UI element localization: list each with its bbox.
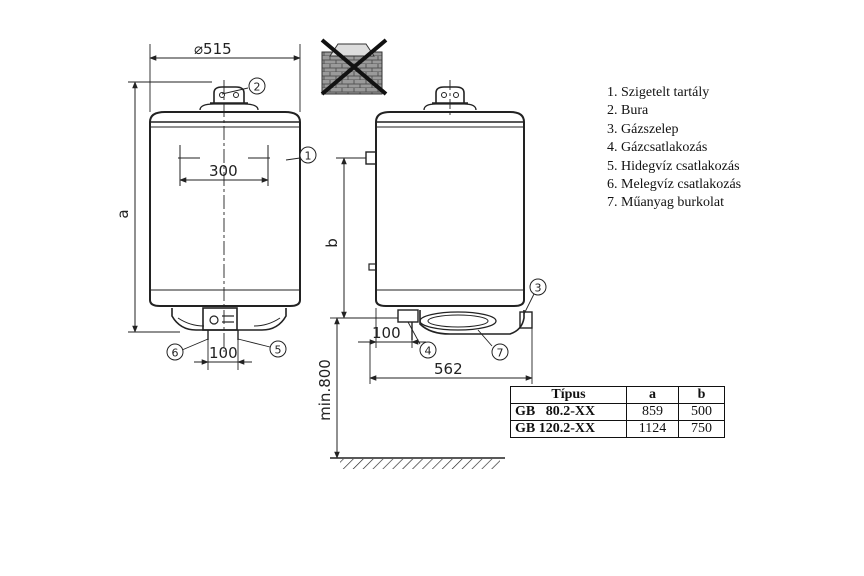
cell-type: GB 120.2-XX (510, 420, 627, 438)
dim-height-b: b (323, 238, 341, 248)
legend-item: 2. Bura (607, 103, 649, 119)
cell-a: 1124 (626, 420, 679, 438)
crossed-chimney-icon (320, 38, 388, 96)
front-view (128, 44, 301, 370)
callout-4: 4 (419, 341, 437, 359)
dim-bottom-right: 100 (372, 324, 401, 342)
parts-legend: 1. Szigetelt tartály 2. Bura 3. Gázszele… (607, 84, 741, 213)
legend-item: 5. Hidegvíz csatlakozás (607, 158, 740, 174)
dim-bottom-left: 100 (209, 344, 238, 362)
callout-7-label: 7 (497, 347, 504, 360)
callout-5-label: 5 (275, 344, 282, 357)
spec-table: Típus a b GB 80.2-XX 859 500 GB 120.2-XX… (510, 386, 725, 438)
cell-type: GB 80.2-XX (510, 403, 627, 421)
side-view (330, 80, 535, 469)
callout-3-label: 3 (535, 282, 542, 295)
table-row: GB 120.2-XX 1124 750 (510, 420, 725, 438)
callout-1: 1 (299, 146, 317, 164)
header-b: b (678, 386, 725, 404)
callout-2-label: 2 (254, 81, 261, 94)
callout-4-label: 4 (425, 345, 432, 358)
cell-a: 859 (626, 403, 679, 421)
callout-3: 3 (529, 278, 547, 296)
cell-b: 500 (678, 403, 725, 421)
callout-2: 2 (248, 77, 266, 95)
legend-item: 1. Szigetelt tartály (607, 85, 710, 100)
callout-7: 7 (491, 343, 509, 361)
dim-diameter: ⌀515 (194, 40, 232, 58)
legend-item: 3. Gázszelep (607, 121, 679, 137)
callout-1-label: 1 (305, 150, 312, 163)
header-a: a (626, 386, 679, 404)
legend-item: 4. Gázcsatlakozás (607, 140, 708, 156)
dimension-labels: ⌀515 300 a 100 b 100 562 min.800 (114, 40, 463, 421)
header-type: Típus (510, 386, 627, 404)
legend-item: 6. Melegvíz csatlakozás (607, 177, 742, 193)
dim-depth: 562 (434, 360, 463, 378)
cell-b: 750 (678, 420, 725, 438)
callout-6-label: 6 (172, 347, 179, 360)
dim-clearance: min.800 (316, 359, 334, 421)
legend-item: 7. Műanyag burkolat (607, 195, 725, 211)
dim-height-a: a (114, 209, 132, 218)
table-row: GB 80.2-XX 859 500 (510, 403, 725, 421)
callout-6: 6 (166, 343, 184, 361)
callout-5: 5 (269, 340, 287, 358)
callouts: 2 1 6 5 3 4 7 (166, 77, 547, 361)
table-header-row: Típus a b (510, 386, 725, 404)
dim-mount-width: 300 (209, 162, 238, 180)
